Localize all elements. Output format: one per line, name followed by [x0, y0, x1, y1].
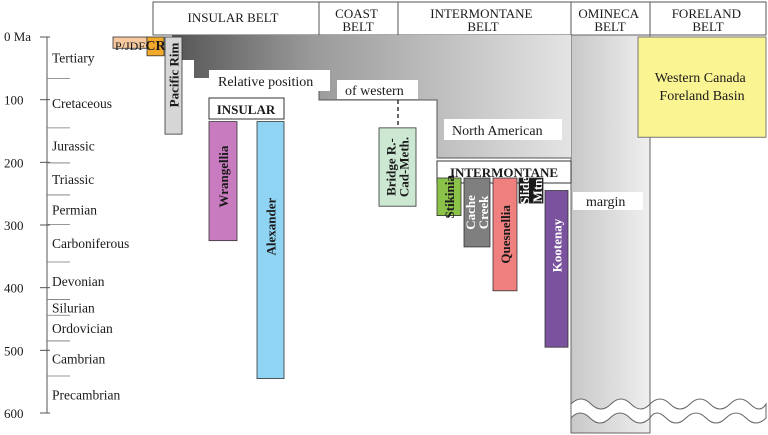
- period-label: Ordovician: [52, 321, 113, 336]
- terrane-bar-pacific-rim: [164, 36, 183, 135]
- terrane-alexander: Alexander: [256, 121, 285, 379]
- terrane-bridge-river: Bridge R.-Cad-Meth.: [378, 127, 417, 207]
- terrane-bar-alexander: [256, 121, 285, 379]
- axis-tick-label: 100: [4, 93, 24, 108]
- period-label: Permian: [52, 203, 97, 218]
- terrane-bar-bridge-river: [378, 127, 417, 207]
- terrane-label-slide-mtn: SlideMtn: [517, 177, 545, 205]
- period-label: Tertiary: [52, 51, 95, 66]
- period-label: Jurassic: [52, 138, 95, 153]
- terrane-bar-wrangellia: [208, 121, 238, 242]
- axis-tick-label: 600: [4, 406, 24, 421]
- axis-tick-label: 300: [4, 218, 24, 233]
- terrane-label-pacific-rim: Pacific Rim: [167, 43, 182, 108]
- terrane-wrangellia: Wrangellia: [208, 121, 238, 242]
- belt-label-insular: INSULAR BELT: [188, 10, 279, 25]
- terrane-cr: CR: [145, 36, 166, 57]
- belt-label-intermontane: INTERMONTANE BELT: [430, 6, 535, 34]
- terrane-bar-cr: [146, 36, 165, 57]
- terrane-label-bridge-river: Bridge R.-Cad-Meth.: [384, 137, 412, 197]
- period-label: Precambrian: [52, 388, 120, 403]
- terrane-cache-creek: CacheCreek: [463, 177, 491, 248]
- belt-header-coast: [318, 1, 399, 36]
- belt-label-omineca: OMINECA BELT: [578, 6, 641, 34]
- terrane-bar-stikinia: [436, 177, 462, 216]
- terrane-quesnellia: Quesnellia: [492, 177, 518, 292]
- terrane-kootenay: Kootenay: [544, 190, 569, 348]
- period-label: Cambrian: [52, 351, 105, 366]
- foreland-basin-box: [637, 36, 767, 138]
- terrane-label-cr: CR: [145, 39, 166, 54]
- insular-group-box: [208, 97, 285, 120]
- terrane-label-stikinia: Stikinia: [442, 175, 457, 219]
- group-headers: INSULAR INTERMONTANE: [208, 97, 572, 184]
- belt-label-coast: COAST BELT: [335, 6, 381, 34]
- insular-group-label: INSULAR: [217, 102, 276, 117]
- foreland-break: [649, 398, 767, 424]
- foreland-basin: Western Canada Foreland Basin: [637, 36, 767, 138]
- belt-header-insular: [152, 1, 320, 36]
- terrane-label-pjdf: P/JDF: [115, 39, 145, 53]
- terrane-label-alexander: Alexander: [264, 197, 279, 255]
- margin-labels: Relative position of western North Ameri…: [209, 70, 643, 210]
- belt-headers: INSULAR BELT COAST BELT INTERMONTANE BEL…: [152, 1, 767, 36]
- terrane-label-cache-creek: CacheCreek: [463, 195, 491, 230]
- terrane-bar-kootenay: [544, 190, 569, 348]
- axis-tick-label: 200: [4, 155, 24, 170]
- margin-label-3: North American: [452, 124, 543, 139]
- period-label: Triassic: [52, 172, 94, 187]
- belt-header-intermontane: [397, 1, 572, 36]
- axis-tick-label: 500: [4, 343, 24, 358]
- margin-label-2: of western: [345, 84, 404, 99]
- terrane-label-kootenay: Kootenay: [550, 218, 565, 272]
- intermontane-group-label: INTERMONTANE: [450, 165, 558, 180]
- period-label: Cretaceous: [52, 96, 112, 111]
- belt-label-foreland: FORELAND BELT: [672, 6, 745, 34]
- period-label: Silurian: [52, 300, 95, 315]
- foreland-basin-label: Western Canada Foreland Basin: [655, 71, 750, 104]
- terrane-bar-quesnellia: [492, 177, 518, 292]
- margin-label-1: Relative position: [218, 75, 313, 90]
- terrane-bar-cache-creek: [463, 177, 491, 248]
- time-axis: 0 Ma 100 200 300 400 500 600 TertiaryCretaceou…: [4, 29, 129, 421]
- belt-header-foreland: [649, 1, 767, 36]
- terrane-pacific-rim: Pacific Rim: [164, 36, 183, 135]
- terrane-label-quesnellia: Quesnellia: [498, 205, 513, 264]
- terrane-slide-mtn: SlideMtn: [517, 177, 545, 205]
- terrane-pjdf: P/JDF: [112, 36, 148, 53]
- terrane-stikinia: Stikinia: [436, 175, 462, 219]
- omineca-column: [570, 34, 651, 434]
- terrane-bar-slide-mtn: [518, 177, 544, 204]
- axis-tick-label: 400: [4, 281, 24, 296]
- period-label: Carboniferous: [52, 236, 129, 251]
- terrane-label-wrangellia: Wrangellia: [216, 145, 231, 207]
- period-label: Devonian: [52, 274, 105, 289]
- axis-zero-label: 0 Ma: [4, 29, 31, 44]
- margin-label-4: margin: [586, 195, 625, 210]
